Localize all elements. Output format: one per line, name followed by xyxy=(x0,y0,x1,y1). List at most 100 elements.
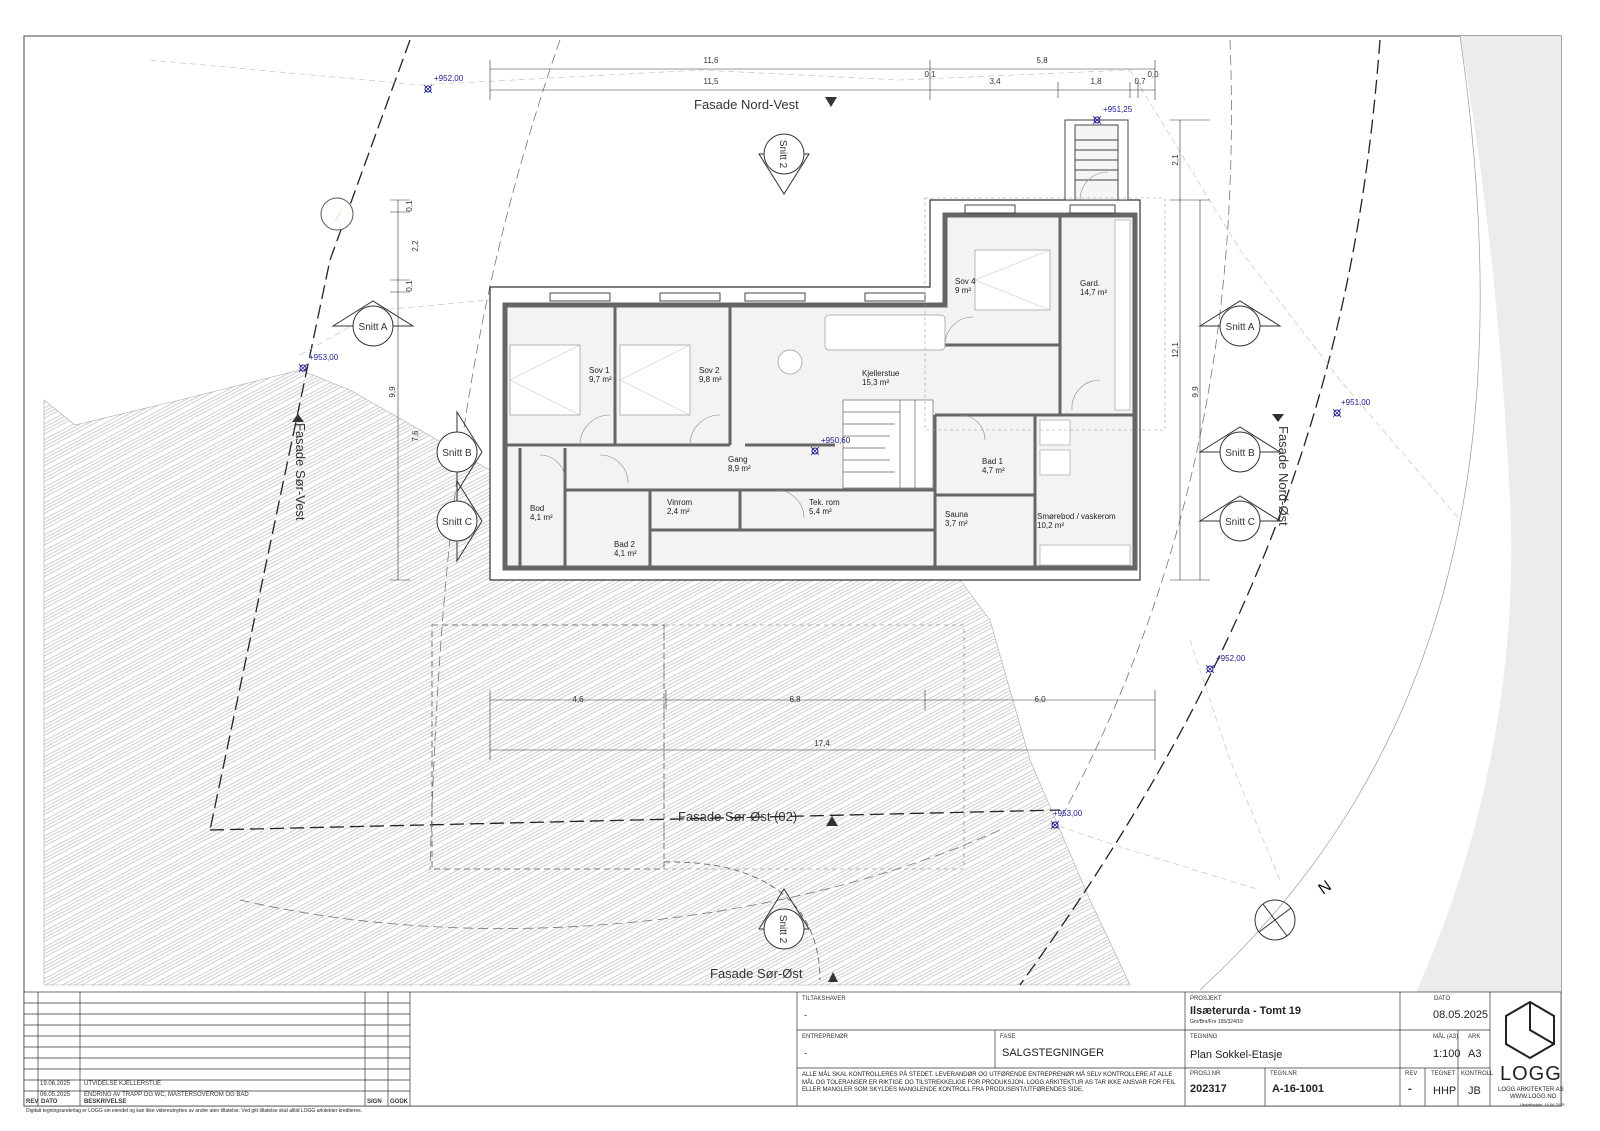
elevation-markers: +952,00 +951,25 +953,00 +951,00 +950,60 … xyxy=(298,74,1371,830)
elevation-marker: +953,00 xyxy=(1050,809,1083,830)
triangle-up-icon xyxy=(292,414,304,422)
dim-bottom-6-8: 6,8 xyxy=(789,695,801,704)
svg-text:5,4 m²: 5,4 m² xyxy=(809,507,832,516)
svg-text:Gang: Gang xyxy=(728,455,748,464)
section-marker-a-left: Snitt A xyxy=(331,300,415,347)
svg-text:Snitt B: Snitt B xyxy=(1225,448,1255,459)
svg-text:Snitt C: Snitt C xyxy=(442,517,472,528)
dim-top-3-4: 3,4 xyxy=(989,77,1001,86)
dim-top-0-1: 0,1 xyxy=(924,70,936,79)
elevation-marker: +951,25 xyxy=(1092,105,1133,125)
dim-top-0-0: 0,0 xyxy=(1147,70,1159,79)
section-marker-c-left: Snitt C xyxy=(436,479,483,563)
ark-value: A3 xyxy=(1468,1048,1482,1060)
svg-text:Snitt B: Snitt B xyxy=(442,448,472,459)
room-sov-1: Sov 19,7 m² xyxy=(589,366,612,384)
tegnet-value: HHP xyxy=(1433,1085,1457,1097)
entry-stair xyxy=(1064,119,1129,201)
facade-north-east: Fasade Nord-Øst xyxy=(1276,426,1291,526)
facade-south-east: Fasade Sør-Øst xyxy=(710,966,803,981)
dim-top-11-6: 11,6 xyxy=(704,56,720,65)
triangle-up-icon xyxy=(828,972,838,982)
mal-value: 1:100 xyxy=(1433,1048,1461,1060)
road-edge xyxy=(1199,35,1481,991)
rev-header-dato: DATO xyxy=(41,1099,58,1105)
fase-label: FASE xyxy=(1000,1034,1016,1040)
dimension-texts: 11,6 5,8 0,1 0,0 11,5 3,4 1,8 0,7 0,1 2,… xyxy=(388,56,1200,748)
elevation-marker: +953,00 xyxy=(298,353,339,373)
dim-left-9-9: 9,9 xyxy=(388,386,397,398)
svg-text:14,7 m²: 14,7 m² xyxy=(1080,288,1107,297)
dato-label: DATO xyxy=(1434,996,1451,1002)
svg-text:4,7 m²: 4,7 m² xyxy=(982,466,1005,475)
dim-bottom-6-0: 6,0 xyxy=(1034,695,1046,704)
fase-value: SALGSTEGNINGER xyxy=(1002,1047,1105,1059)
tegnet-label: TEGNET xyxy=(1431,1071,1456,1077)
svg-text:Sauna: Sauna xyxy=(945,510,969,519)
tiltakshaver-value: - xyxy=(804,1010,807,1020)
tiltakshaver-label: TILTAKSHAVER xyxy=(802,996,846,1002)
tegnnr-label: TEGN.NR xyxy=(1270,1071,1297,1077)
section-marker-b-right: Snitt B xyxy=(1198,426,1282,473)
svg-text:Bod: Bod xyxy=(530,504,544,513)
svg-text:Snitt C: Snitt C xyxy=(1225,517,1255,528)
triangle-up-icon xyxy=(826,816,838,826)
svg-text:Sov 2: Sov 2 xyxy=(699,366,720,375)
compass-icon xyxy=(320,197,354,231)
svg-text:4,1 m²: 4,1 m² xyxy=(530,513,553,522)
svg-text:Snitt 2: Snitt 2 xyxy=(777,140,788,169)
prosjnr-value: 202317 xyxy=(1190,1083,1227,1095)
rev-label: REV xyxy=(1405,1071,1418,1077)
rev-header-beskrivelse: BESKRIVELSE xyxy=(84,1099,127,1105)
elevation-marker: +952,00 xyxy=(423,74,464,94)
section-markers: Snitt A Snitt A Snitt B Snitt B Snitt C … xyxy=(331,133,1282,950)
svg-text:9 m²: 9 m² xyxy=(955,286,971,295)
facade-south-west: Fasade Sør-Vest xyxy=(293,423,308,521)
rev-header-sign: SIGN xyxy=(367,1099,382,1105)
svg-text:Sov 1: Sov 1 xyxy=(589,366,610,375)
dim-top-5-8: 5,8 xyxy=(1036,56,1048,65)
roof-overhang xyxy=(924,197,1166,431)
company-web: WWW.LOGG.NO xyxy=(1510,1094,1557,1100)
plot-boundaries xyxy=(209,39,1381,986)
svg-text:Vinrom: Vinrom xyxy=(667,498,693,507)
facade-south-east-02: Fasade Sør-Øst (02) xyxy=(678,809,797,824)
svg-text:+953,00: +953,00 xyxy=(1053,809,1083,818)
dim-left-0-1a: 0,1 xyxy=(405,200,414,212)
dim-right-9-9: 9,9 xyxy=(1191,386,1200,398)
svg-text:Gard.: Gard. xyxy=(1080,279,1100,288)
svg-text:+951,25: +951,25 xyxy=(1103,105,1133,114)
setback-lines xyxy=(239,39,1232,929)
room-sov-4: Sov 49 m² xyxy=(955,277,976,295)
dim-left-7-6: 7,6 xyxy=(411,430,420,442)
prosjekt-value: Ilsæterurda - Tomt 19 xyxy=(1190,1005,1302,1017)
svg-text:Tek. rom: Tek. rom xyxy=(809,498,840,507)
disclaimer: Digitalt tegningsunderlag er LOGG sin ei… xyxy=(26,1108,363,1114)
kontroll-label: KONTROLL xyxy=(1461,1071,1494,1077)
svg-text:Kjellerstue: Kjellerstue xyxy=(862,369,900,378)
svg-text:4,1 m²: 4,1 m² xyxy=(614,549,637,558)
room-sov-2: Sov 29,8 m² xyxy=(699,366,722,384)
staircase xyxy=(842,399,934,489)
svg-text:+951,00: +951,00 xyxy=(1341,398,1371,407)
dim-right-12-1: 12,1 xyxy=(1171,342,1180,358)
driveway-arc xyxy=(663,861,821,981)
prosjnr-label: PROSJ.NR xyxy=(1190,1071,1221,1077)
svg-text:Smørebod / vaskerom: Smørebod / vaskerom xyxy=(1037,512,1116,521)
svg-text:+953,00: +953,00 xyxy=(309,353,339,362)
rev-row-1-date: 19.06.2025 xyxy=(40,1081,71,1087)
dim-top-11-5: 11,5 xyxy=(704,77,720,86)
svg-text:8,9 m²: 8,9 m² xyxy=(728,464,751,473)
section-marker-2-top: Snitt 2 xyxy=(758,133,810,195)
logg-logo-icon xyxy=(1505,1000,1555,1060)
print-date: Utskriftsdato: 19.06.2025 xyxy=(1520,1102,1565,1107)
svg-text:+950,60: +950,60 xyxy=(821,436,851,445)
section-marker-b-left: Snitt B xyxy=(436,410,483,494)
svg-text:Bad 2: Bad 2 xyxy=(614,540,635,549)
room-bad-2: Bad 24,1 m² xyxy=(614,540,637,558)
svg-text:9,8 m²: 9,8 m² xyxy=(699,375,722,384)
